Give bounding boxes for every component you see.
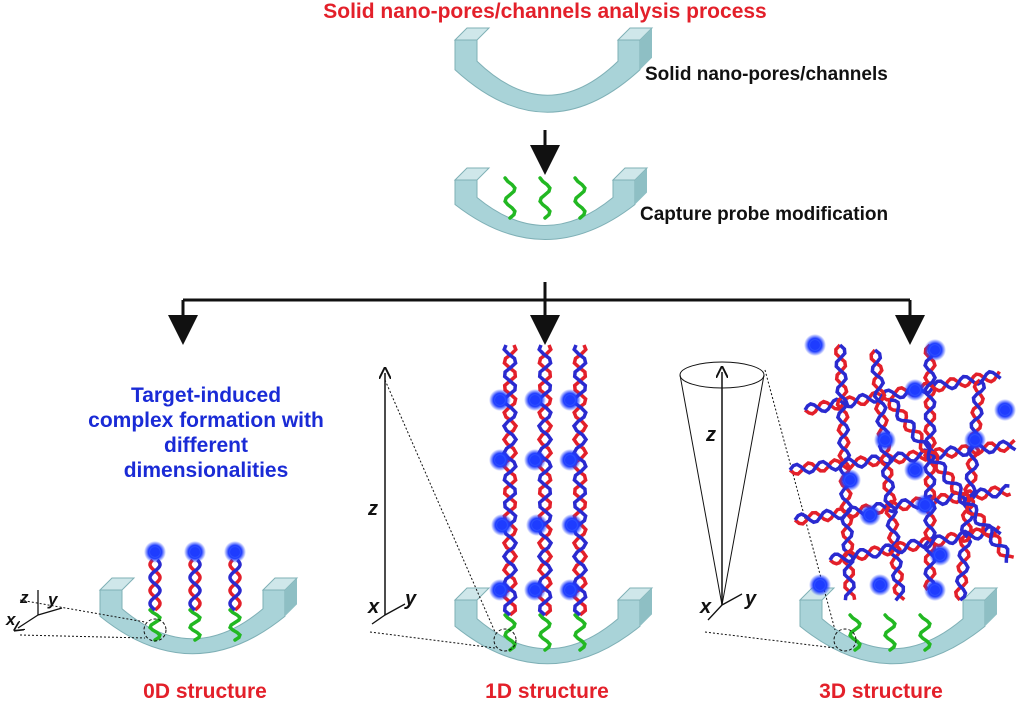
dna-strand-blue	[889, 398, 1010, 563]
target-core	[1000, 405, 1010, 415]
target-core	[930, 585, 940, 595]
nanochannel-3d	[799, 599, 986, 665]
label-3d-structure: 3D structure	[819, 680, 943, 703]
step2-label: Capture probe modification	[640, 204, 889, 225]
dna-strand-blue	[954, 378, 987, 602]
dna-strand-red	[803, 370, 1001, 416]
target-core	[910, 385, 920, 395]
capture-probe	[573, 613, 587, 652]
flow-arrows	[168, 130, 925, 345]
target-core	[567, 520, 577, 530]
axis-x-3d: x	[700, 596, 712, 618]
target-core	[565, 395, 575, 405]
capture-probe	[918, 613, 932, 652]
axes-xy-1d	[371, 603, 406, 625]
label-1d-structure: 1D structure	[485, 680, 609, 703]
axis-z-3d: z	[706, 424, 716, 446]
target-core	[970, 435, 980, 445]
nanochannel-0d-side	[285, 578, 297, 617]
description-text: Target-induced complex formation with di…	[88, 384, 324, 482]
target-core	[495, 455, 505, 465]
axis-z-0d: z	[20, 588, 29, 607]
label-0d-structure: 0D structure	[143, 680, 267, 703]
axes-xy-3d	[707, 593, 743, 621]
target-core	[497, 520, 507, 530]
capture-probe	[228, 608, 242, 642]
capture-probe	[883, 613, 897, 652]
dna-strand-blue	[571, 344, 589, 617]
dna-strand-blue	[793, 483, 1010, 525]
target-core	[875, 580, 885, 590]
target-core	[495, 585, 505, 595]
nanochannel-bare-top	[453, 27, 654, 41]
dna-strand-red	[869, 348, 906, 601]
target-core	[880, 435, 890, 445]
capture-probe	[148, 608, 162, 642]
target-core	[530, 585, 540, 595]
axis-y-0d: y	[48, 590, 58, 609]
target-core	[495, 395, 505, 405]
nanochannel-3d-side	[985, 588, 997, 627]
step1-label: Solid nano-pores/channels	[645, 64, 888, 85]
target-core	[910, 465, 920, 475]
target-core	[530, 395, 540, 405]
target-core	[565, 585, 575, 595]
dna-strand-blue	[536, 344, 554, 617]
dna-strand-blue	[148, 558, 162, 612]
zoom-circle-3d	[833, 628, 857, 652]
dna-strand-blue	[870, 348, 906, 602]
nanochannel-bare-side	[640, 28, 652, 70]
nanochannel-1d-side	[640, 588, 652, 627]
target-core	[530, 455, 540, 465]
target-core	[815, 580, 825, 590]
zoom-lines-1d	[369, 379, 496, 649]
dna-strand-blue	[828, 525, 1002, 564]
capture-probe	[848, 613, 862, 652]
zoom-circle-0d	[143, 618, 167, 642]
dna-strand-red	[571, 344, 589, 617]
target-core	[865, 510, 875, 520]
nanochannel-1d	[454, 599, 641, 665]
axis-y-3d: y	[745, 588, 757, 610]
target-core	[935, 550, 945, 560]
zoom-circle-1d	[493, 628, 517, 652]
dna-strand-blue	[228, 558, 242, 612]
zoom-lines-0d	[19, 599, 146, 639]
target-core	[565, 455, 575, 465]
target-core	[230, 547, 240, 557]
nanochannel-probes	[454, 179, 636, 240]
capture-probe	[573, 176, 587, 220]
dna-strand-red	[501, 344, 519, 617]
dna-strand-red	[536, 344, 554, 617]
capture-probe	[538, 176, 552, 220]
dna-strand-blue	[501, 344, 519, 617]
capture-probe	[188, 608, 202, 642]
axis-x-0d: x	[6, 610, 16, 629]
axes-0d	[18, 590, 63, 628]
capture-probe	[503, 613, 517, 652]
nanochannel-probes-top	[453, 167, 649, 181]
target-core	[150, 547, 160, 557]
page-title: Solid nano-pores/channels analysis proce…	[323, 0, 767, 23]
axis-x-1d: x	[368, 596, 380, 618]
nanochannel-probes-side	[635, 168, 647, 205]
dna-strand-blue	[188, 558, 202, 612]
nanochannel-bare	[454, 39, 641, 113]
target-core	[920, 500, 930, 510]
dna-strand-red	[887, 399, 1015, 559]
target-core	[845, 475, 855, 485]
target-core	[810, 340, 820, 350]
target-core	[190, 547, 200, 557]
target-core	[930, 345, 940, 355]
capture-probe	[503, 176, 517, 220]
axis-y-1d: y	[405, 588, 417, 610]
target-core	[532, 520, 542, 530]
axis-z-1d: z	[368, 498, 378, 520]
capture-probe	[538, 613, 552, 652]
dna-strand-blue	[803, 369, 1002, 414]
nanochannel-1d-top	[453, 587, 654, 601]
dna-strand-red	[953, 378, 986, 602]
